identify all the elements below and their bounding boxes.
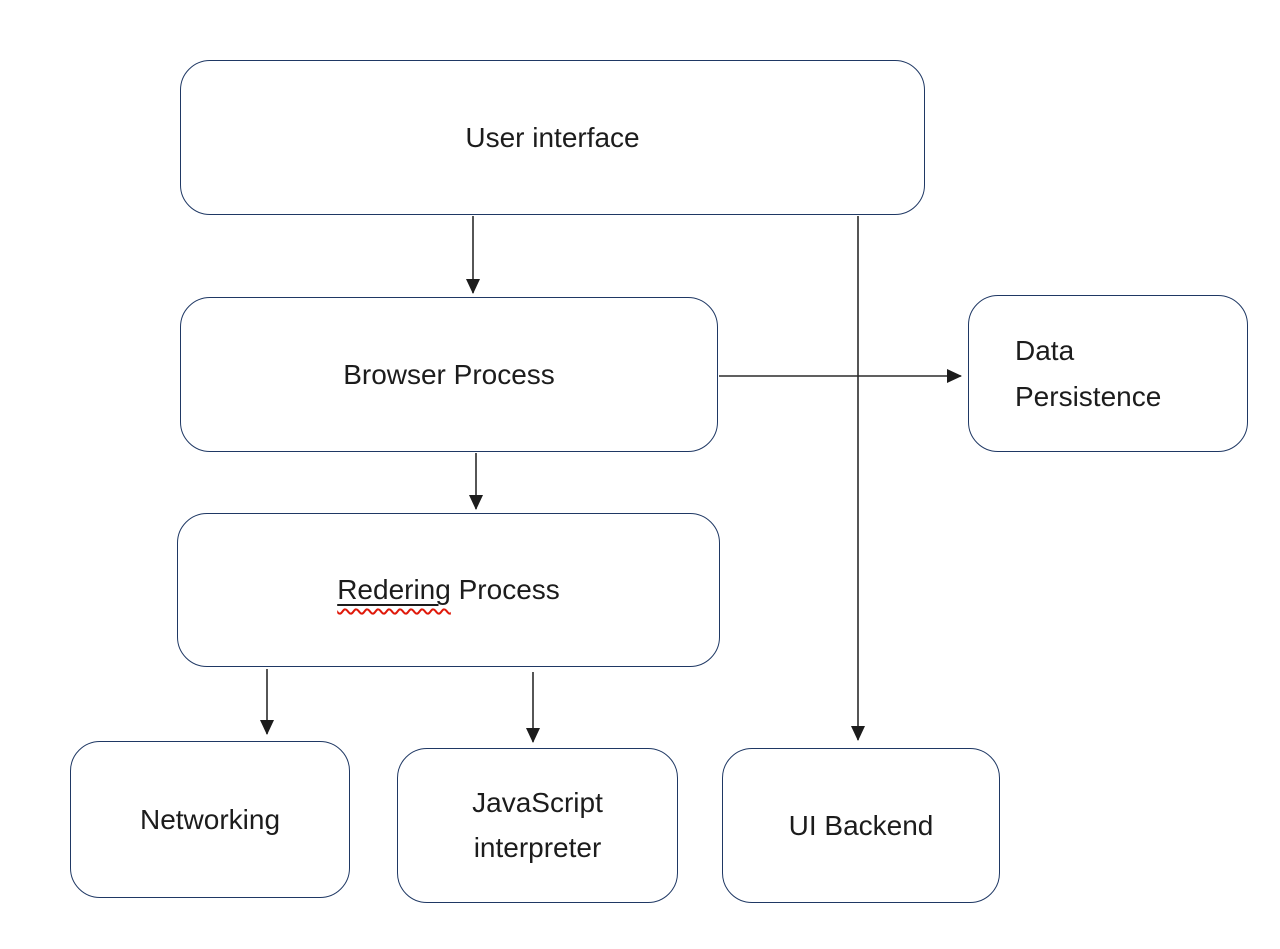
node-rendering-process: Redering Process: [177, 513, 720, 667]
node-networking-label: Networking: [139, 803, 281, 835]
node-data-persistence-line-1: Data: [1015, 335, 1075, 367]
misspelled-word: Redering: [337, 574, 451, 606]
node-javascript-interpreter-line-1: JavaScript: [472, 786, 603, 818]
spellcheck-squiggle-wrap: Redering: [337, 574, 451, 605]
node-user-interface: User interface: [180, 60, 925, 215]
node-browser-process: Browser Process: [180, 297, 718, 452]
node-ui-backend: UI Backend: [722, 748, 1000, 903]
node-javascript-interpreter-label: JavaScript interpreter: [472, 781, 603, 871]
node-javascript-interpreter-line-2: interpreter: [473, 831, 602, 863]
node-rendering-process-label: Redering Process: [337, 571, 560, 609]
node-rendering-process-label-rest: Process: [450, 574, 560, 606]
node-ui-backend-label: UI Backend: [788, 809, 934, 841]
node-data-persistence-line-2: Persistence: [1015, 380, 1162, 412]
node-user-interface-label: User interface: [465, 121, 640, 153]
node-javascript-interpreter: JavaScript interpreter: [397, 748, 678, 903]
node-browser-process-label: Browser Process: [343, 358, 555, 390]
node-networking: Networking: [70, 741, 350, 898]
